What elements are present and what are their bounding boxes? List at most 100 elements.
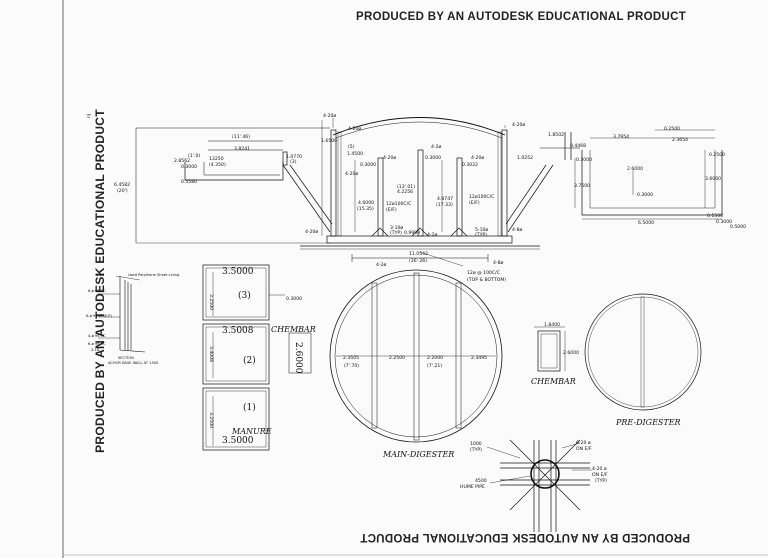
dim-d1-text: 3.8241 xyxy=(234,146,250,152)
md-d3: 2.2000 xyxy=(427,355,443,361)
inlet-chute-b xyxy=(289,164,333,225)
outlet-section xyxy=(540,129,723,220)
callout-5: 4-20ø xyxy=(345,171,358,177)
pd-bar2: 4-20 ø xyxy=(592,466,607,472)
dim-wall-e: 13250 xyxy=(209,156,224,162)
dim-left-hb-text: (20') xyxy=(117,188,128,194)
dim-h1b-text: (15.35) xyxy=(357,206,374,212)
dim-base-len: 11.0542 xyxy=(409,251,428,257)
md-d1: 2.3505 xyxy=(343,355,359,361)
ch-bot-side: 3.2500 xyxy=(208,412,214,428)
dim-top-span-text: (11'.46) xyxy=(232,134,250,140)
inlet-chute-a xyxy=(282,164,331,233)
pd-pipeb: HUME PIPE xyxy=(460,484,485,490)
callout-4: 4-20ø xyxy=(471,155,484,161)
footing-1 xyxy=(371,227,389,237)
mesh-1: 12ø100C/C xyxy=(386,201,411,207)
rd2: 3.7954 xyxy=(613,134,629,140)
dim-left-h-text: 6.4582 xyxy=(114,182,130,188)
dim-d3b-text: (5) xyxy=(348,144,355,150)
dim-wall-c: 0.3000 xyxy=(181,164,197,170)
rd1: 1.8502 xyxy=(548,132,564,138)
manure-label: MANURE xyxy=(231,427,272,436)
dim-typ1b: (TYP) xyxy=(390,230,402,236)
md-d3b: (7'.21) xyxy=(427,363,442,369)
dim-mid-a: (13'.01) xyxy=(397,184,415,190)
ss-bottom-note: SECTION xyxy=(118,356,134,360)
outlet-chute-a xyxy=(507,164,554,233)
mesh-1b: (E/F) xyxy=(386,207,397,213)
section-dimensions: (11'.46) 3.8241 1.0770 (3) 1.6500 (5) 1.… xyxy=(114,134,488,264)
rd8: 2.6000 xyxy=(627,166,643,172)
outlet-tank-inner xyxy=(589,150,716,209)
callout-6: 4-20ø xyxy=(512,122,525,128)
callout-1: 4-20ø xyxy=(323,113,336,119)
right-wall xyxy=(501,129,508,237)
rd9: 3.7500 xyxy=(574,183,590,189)
rd3: 0.2500 xyxy=(664,126,680,132)
main-digester-plan xyxy=(329,269,503,443)
chamber-3 xyxy=(202,264,270,321)
ss-l3: 6-ø 96 CC(E/F) xyxy=(86,314,113,318)
corner-mark: n| xyxy=(86,114,92,118)
small-section xyxy=(98,275,146,353)
pipe-detail xyxy=(486,439,592,532)
pre-digester-outer xyxy=(584,293,702,411)
ss-l4: 4-ø 96 CC xyxy=(88,334,106,338)
cb-w: 1.8400 xyxy=(544,322,560,328)
banner-top: PRODUCED BY AN AUTODESK EDUCATIONAL PROD… xyxy=(356,11,687,23)
ch-gap: 0.3000 xyxy=(286,296,302,302)
rd14: 0.3000 xyxy=(716,219,732,225)
ss-l2: 6-ø 96 CC xyxy=(88,289,106,293)
main-digester-labels: 2.3505 (7'.70) 2.2500 2.2000 (7'.21) 2.3… xyxy=(343,355,487,459)
mesh-3b: (TOP & BOTTOM) xyxy=(467,277,506,283)
ch-label3: (3) xyxy=(238,290,251,301)
dim-wall-d: 0.5580 xyxy=(181,179,197,185)
chamber-1 xyxy=(202,387,270,451)
ss-l5: 6-ø 96 CC xyxy=(88,342,106,346)
small-section-labels: 3-16 6-ø 96 CC 6-ø 96 CC(E/F) 4-ø 96 CC … xyxy=(86,273,179,365)
callout-10: 4-2ø xyxy=(376,262,387,268)
dim-wall-b: 2.8562 xyxy=(174,158,190,164)
dim-typ2b: (TYP) xyxy=(475,232,487,238)
md-d4: 2.3495 xyxy=(471,355,487,361)
chembar-box xyxy=(288,332,312,374)
pre-digester-inner xyxy=(587,296,699,408)
footing-2 xyxy=(411,227,429,237)
ch-mid-side: 3.4008 xyxy=(208,346,214,362)
rd6: 1.0252 xyxy=(517,155,533,161)
left-wall-inner xyxy=(337,131,342,237)
mesh-3: 12ø @ 100C/C xyxy=(467,270,500,276)
dim-d6: 0.9999 xyxy=(404,230,420,236)
rd11: 3.6000 xyxy=(705,176,721,182)
dim-mid-b: 4.2256 xyxy=(397,189,413,195)
rd15: 0.2500 xyxy=(709,152,725,158)
rd5: 0.4468 xyxy=(570,143,586,149)
dim-wall-a: (1'.0) xyxy=(188,153,200,159)
chamber-labels: 3.5000 3.2500 (3) 0.3000 3.5008 3.4008 (… xyxy=(208,267,316,446)
ch-label1: (1) xyxy=(243,402,256,413)
ss-top-note: Used Polythene Sheet Lining xyxy=(128,273,179,277)
dim-h1-text: 4.6000 xyxy=(358,200,374,206)
chembar-labels: 1.8400 2.6000 CHEMBAR xyxy=(531,322,579,386)
rd12: 0.1500 xyxy=(707,213,723,219)
dim-d3-text: 1.6500 xyxy=(321,138,337,144)
rd10: 0.3000 xyxy=(637,192,653,198)
dim-d2b-text: (3) xyxy=(290,159,297,165)
main-digester-inner xyxy=(334,274,498,438)
main-digester-label: MAIN-DIGESTER xyxy=(382,450,454,459)
dim-inner2: 0.3000 xyxy=(425,155,441,161)
dim-wall-f: (4.350) xyxy=(209,162,226,168)
dome-arc xyxy=(332,117,506,136)
ch-top: 3.5000 xyxy=(222,267,254,277)
dim-d4-text: 1.4500 xyxy=(347,151,363,157)
dim-typ1: 3-10ø xyxy=(390,225,403,231)
callout-3: 4-20ø xyxy=(383,155,396,161)
callout-9: 4-20ø xyxy=(305,229,318,235)
ss-bottom-note2: ACHOR BASE WALL AT 1500 xyxy=(108,361,159,365)
pd-d1: 1000 xyxy=(470,441,482,447)
rd13: 6.5000 xyxy=(638,220,654,226)
outlet-chute-b xyxy=(505,164,547,225)
pre-digester-plan xyxy=(584,293,702,411)
